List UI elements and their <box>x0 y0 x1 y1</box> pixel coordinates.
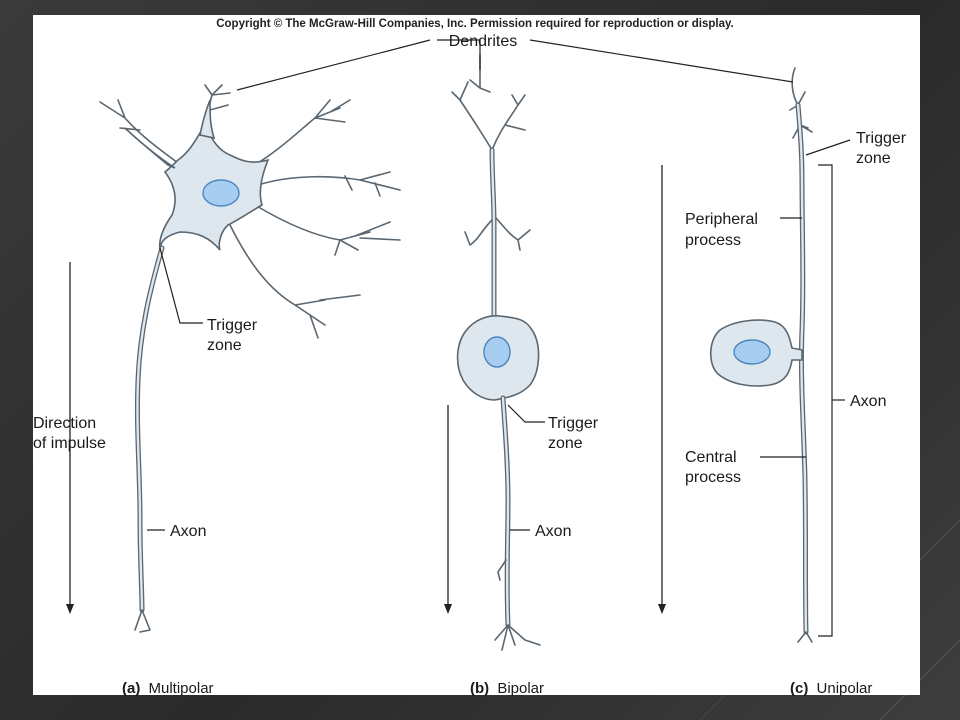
label-trigger-zone-a-line1: Trigger <box>207 317 258 334</box>
label-trigger-zone-c-line1: Trigger <box>856 130 907 147</box>
multipolar-nucleus <box>202 179 240 207</box>
unipolar-nucleus <box>733 339 771 365</box>
label-peripheral-line1: Peripheral <box>685 211 758 228</box>
leader-lines <box>147 39 851 637</box>
label-trigger-zone-b-line1: Trigger <box>548 415 599 432</box>
caption-multipolar: (a) Multipolar <box>122 680 214 697</box>
label-direction-line2: of impulse <box>33 435 106 452</box>
copyright-text: Copyright © The McGraw-Hill Companies, I… <box>216 18 734 30</box>
caption-bipolar: (b) Bipolar <box>470 680 544 697</box>
label-peripheral-line2: process <box>685 232 741 249</box>
label-trigger-zone-c-line2: zone <box>856 150 891 167</box>
caption-unipolar: (c) Unipolar <box>790 680 872 697</box>
label-central-line1: Central <box>685 449 737 466</box>
direction-arrows <box>66 165 666 614</box>
label-direction-line1: Direction <box>33 415 96 432</box>
label-axon-a: Axon <box>170 523 206 540</box>
unipolar-neuron <box>709 67 813 643</box>
label-central-line2: process <box>685 469 741 486</box>
label-axon-c: Axon <box>850 393 886 410</box>
label-axon-b: Axon <box>535 523 571 540</box>
multipolar-neuron <box>99 84 401 633</box>
bipolar-neuron <box>451 54 541 651</box>
label-trigger-zone-a-line2: zone <box>207 337 242 354</box>
bipolar-nucleus <box>483 336 511 368</box>
label-trigger-zone-b-line2: zone <box>548 435 583 452</box>
label-dendrites: Dendrites <box>449 33 517 50</box>
